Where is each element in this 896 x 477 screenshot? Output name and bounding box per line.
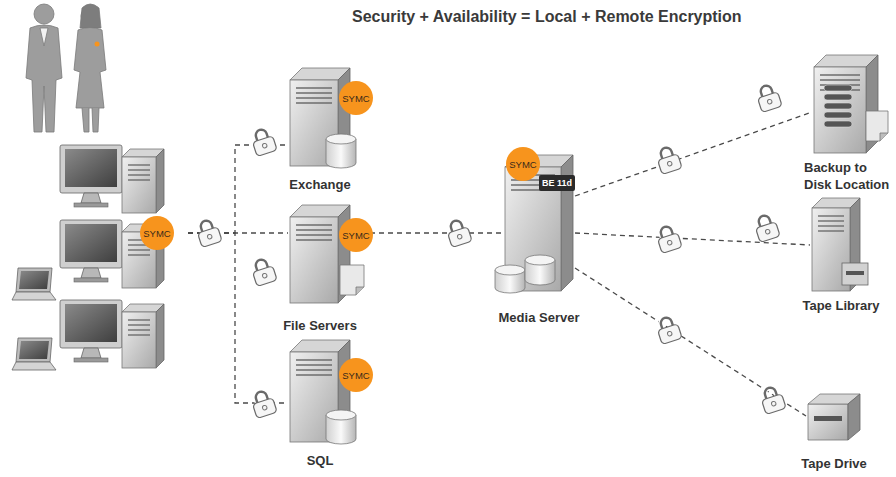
- symc-badge: SYMC: [339, 358, 373, 392]
- dashed-connector: [188, 233, 288, 403]
- symc-badge: SYMC: [140, 216, 174, 250]
- padlock-body: [658, 233, 683, 254]
- symc-badge: SYMC: [339, 81, 373, 115]
- padlock-icon: [250, 389, 278, 419]
- padlock-keyhole: [667, 331, 673, 337]
- symc-badge: SYMC: [339, 218, 373, 252]
- symc-badge: SYMC: [506, 147, 540, 181]
- padlock-icon: [445, 218, 473, 248]
- server-node: SYMCSQL: [288, 340, 352, 444]
- device-icon: [8, 140, 188, 405]
- device-label: Exchange: [289, 176, 350, 193]
- padlock-icon: [250, 257, 278, 287]
- padlock-body: [762, 394, 787, 415]
- dashed-connector: [352, 232, 503, 233]
- padlock-keyhole: [667, 161, 673, 167]
- device-icon: [810, 198, 872, 293]
- padlock-body: [658, 154, 683, 175]
- server-node: SYMCExchange: [288, 68, 352, 168]
- padlock-keyhole: [262, 405, 268, 411]
- padlock-keyhole: [457, 234, 463, 240]
- padlock-keyhole: [667, 240, 673, 246]
- device-label: Tape Library: [802, 297, 879, 314]
- padlock-keyhole: [771, 401, 777, 407]
- diagram-title: Security + Availability = Local + Remote…: [352, 8, 742, 26]
- padlock-body: [756, 222, 781, 243]
- device-label: Backup to Disk Location: [804, 159, 890, 193]
- server-node: Tape Library: [810, 198, 872, 293]
- padlock-body: [198, 227, 223, 248]
- padlock-icon: [655, 145, 683, 175]
- padlock-icon: [755, 83, 783, 113]
- padlock-keyhole: [765, 229, 771, 235]
- padlock-body: [253, 266, 278, 287]
- server-node: Tape Drive: [806, 392, 862, 444]
- padlock-icon: [655, 315, 683, 345]
- padlock-keyhole: [262, 273, 268, 279]
- device-label: File Servers: [283, 317, 357, 334]
- device-icon: [288, 205, 352, 305]
- padlock-body: [253, 398, 278, 419]
- padlock-icon: [759, 385, 787, 415]
- server-node: Backup to Disk Location: [812, 55, 880, 155]
- padlock-body: [253, 136, 278, 157]
- dashed-connector: [188, 145, 288, 233]
- padlock-keyhole: [262, 143, 268, 149]
- padlock-body: [658, 324, 683, 345]
- dashed-connector: [575, 268, 806, 416]
- padlock-body: [758, 92, 783, 113]
- padlock-keyhole: [207, 234, 213, 240]
- padlock-icon: [250, 127, 278, 157]
- server-display: BE 11d: [539, 175, 575, 191]
- server-node: SYMCBE 11dMedia Server: [503, 155, 575, 293]
- device-label: SQL: [307, 452, 334, 469]
- people-illustration: [0, 0, 130, 140]
- device-label: Media Server: [499, 309, 580, 326]
- padlock-body: [448, 227, 473, 248]
- dashed-connector: [575, 112, 812, 196]
- device-icon: [288, 68, 352, 168]
- device-icon: [812, 55, 880, 155]
- server-node: SYMC: [8, 140, 188, 405]
- padlock-keyhole: [767, 99, 773, 105]
- padlock-icon: [195, 218, 223, 248]
- padlock-icon: [753, 213, 781, 243]
- device-icon: [288, 340, 352, 444]
- server-node: SYMCFile Servers: [288, 205, 352, 305]
- device-icon: [806, 392, 862, 444]
- padlock-icon: [655, 224, 683, 254]
- device-label: Tape Drive: [801, 455, 867, 472]
